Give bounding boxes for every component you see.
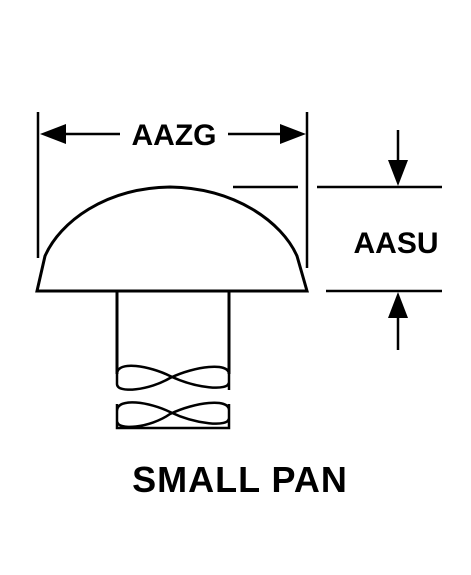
shank-break-upper — [115, 364, 231, 391]
width-arrow-right — [228, 124, 306, 144]
width-arrow-left — [40, 124, 120, 144]
height-arrow-bottom — [388, 292, 408, 350]
screw-shank — [115, 291, 231, 374]
height-dimension-label: AASU — [353, 227, 438, 260]
shank-break-lower — [115, 401, 231, 430]
width-dimension-label: AAZG — [132, 119, 217, 152]
diagram-caption: SMALL PAN — [132, 459, 348, 500]
height-arrow-top — [388, 130, 408, 186]
screw-head — [35, 185, 309, 293]
